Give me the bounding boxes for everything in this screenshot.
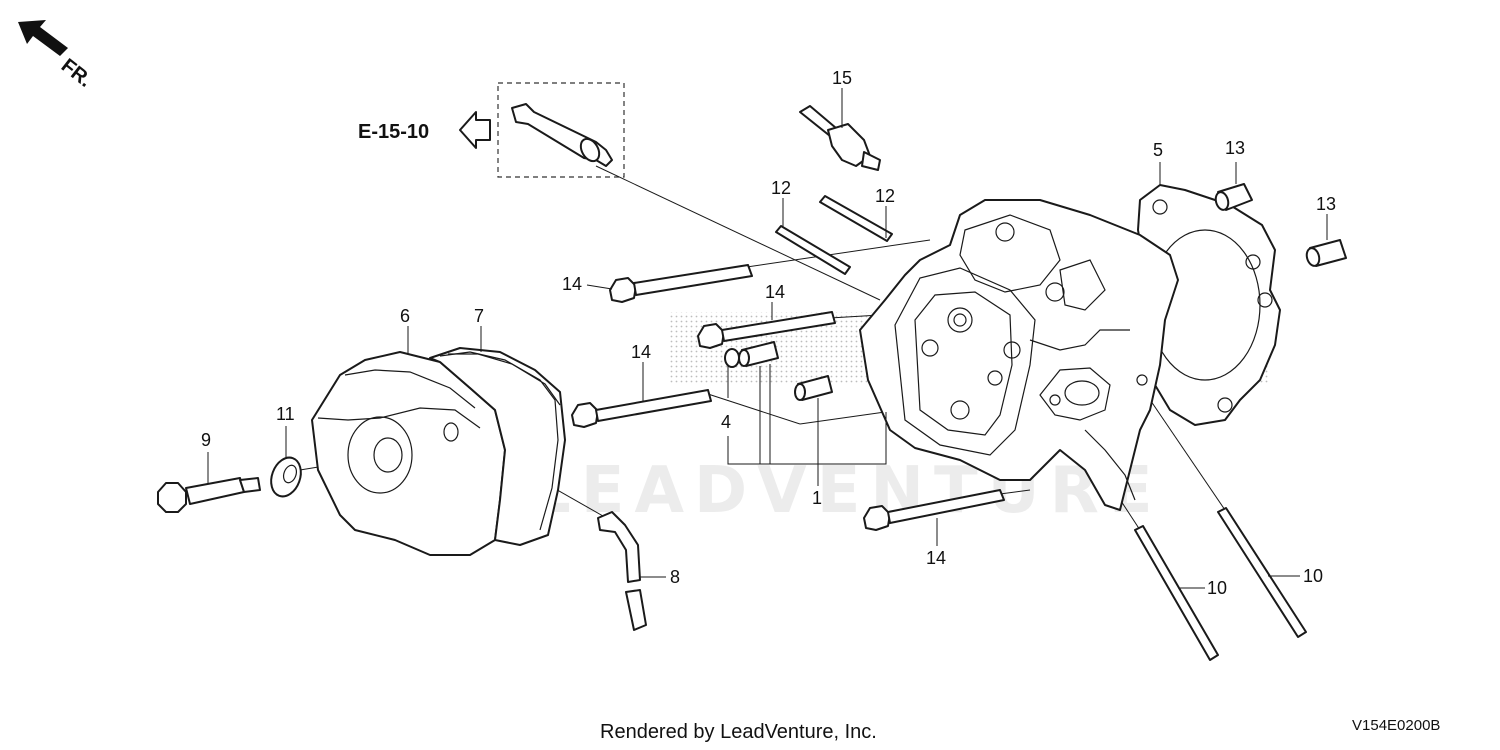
callout-9: 9 (201, 430, 211, 450)
part-cylinder-head[interactable] (859, 199, 1179, 511)
callout-11: 11 (276, 404, 295, 424)
hollow-arrow-left-icon (459, 111, 491, 149)
part-stud-bolt-left[interactable] (1134, 525, 1219, 661)
part-dowel-collar[interactable] (724, 341, 833, 401)
callout-labels: 15 12 12 5 13 13 14 14 14 14 6 7 9 11 4 … (201, 68, 1336, 598)
part-stud-bolt-right[interactable] (1217, 507, 1307, 638)
part-stud-right[interactable] (819, 195, 893, 242)
part-spark-plug[interactable] (799, 105, 881, 171)
callout-4: 4 (721, 412, 731, 432)
part-head-bolt-c[interactable] (571, 389, 712, 428)
front-label: FR. (57, 55, 96, 92)
part-head-cover-gasket[interactable] (429, 347, 566, 546)
callout-6: 6 (400, 306, 410, 326)
callout-13-lower: 13 (1316, 194, 1336, 214)
callout-13-upper: 13 (1225, 138, 1245, 158)
callout-7: 7 (474, 306, 484, 326)
part-stud-left[interactable] (775, 225, 851, 275)
callout-8: 8 (670, 567, 680, 587)
part-bolt-flange[interactable] (157, 477, 261, 513)
part-head-bolt-b[interactable] (697, 311, 836, 349)
callout-14-c: 14 (631, 342, 651, 362)
diagram-code: V154E0200B (1352, 717, 1440, 734)
reference-bolt (511, 103, 613, 167)
callout-leaders (207, 88, 1328, 589)
callout-10-left: 10 (1207, 578, 1227, 598)
rendered-by-credit: Rendered by LeadVenture, Inc. (600, 721, 877, 743)
callout-14-a: 14 (562, 274, 582, 294)
callout-10-right: 10 (1303, 566, 1323, 586)
callout-14-b: 14 (765, 282, 785, 302)
callout-12-right: 12 (875, 186, 895, 206)
callout-1: 1 (812, 488, 822, 508)
callout-15: 15 (832, 68, 852, 88)
part-seal-washer[interactable] (266, 453, 306, 500)
callout-12-left: 12 (771, 178, 791, 198)
reference-label: E-15-10 (358, 121, 429, 143)
callout-14-d: 14 (926, 548, 946, 568)
front-arrow-icon: FR. (18, 20, 96, 92)
part-breather-tube[interactable] (597, 511, 647, 631)
part-head-bolt-a[interactable] (609, 264, 753, 303)
part-dowel-pin-lower[interactable] (1305, 239, 1347, 267)
part-dowel-pin-upper[interactable] (1214, 183, 1253, 211)
reference-link-e-15-10[interactable]: E-15-10 (358, 111, 491, 149)
reference-dashed-box (497, 82, 625, 178)
callout-5: 5 (1153, 140, 1163, 160)
watermark-text: LEADVENTURE (530, 454, 1163, 528)
part-head-bolt-d[interactable] (863, 489, 1005, 531)
